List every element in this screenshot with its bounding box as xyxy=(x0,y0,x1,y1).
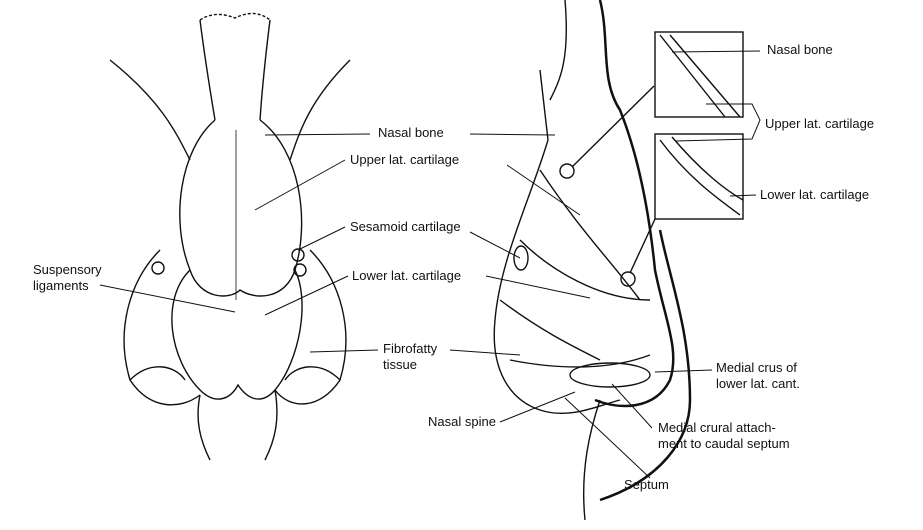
label-upper-lat-cartilage: Upper lat. cartilage xyxy=(350,152,460,167)
label-nasal-bone: Nasal bone xyxy=(378,125,444,140)
label-line: tissue xyxy=(383,357,417,372)
label-nasal-spine: Nasal spine xyxy=(428,414,496,429)
label-line: ligaments xyxy=(33,278,89,293)
inset-label-upper-lat-cartilage: Upper lat. cartilage xyxy=(765,116,875,131)
inset-boxes xyxy=(571,31,744,274)
front-view-drawing xyxy=(109,12,351,461)
inset-label-nasal-bone: Nasal bone xyxy=(767,42,833,57)
label-medial-crural-attachment: Medial crural attach- ment to caudal sep… xyxy=(658,420,790,452)
leader-lines xyxy=(99,50,761,479)
label-medial-crus: Medial crus of lower lat. cant. xyxy=(716,360,800,392)
label-lower-lat-cartilage: Lower lat. cartilage xyxy=(352,268,462,283)
label-line: Fibrofatty xyxy=(383,341,438,356)
label-septum: Septum xyxy=(624,477,669,492)
inset-label-lower-lat-cartilage: Lower lat. cartilage xyxy=(760,187,870,202)
label-line: ment to caudal septum xyxy=(658,436,790,451)
label-fibrofatty-tissue: Fibrofatty tissue xyxy=(383,341,437,373)
side-view-drawing xyxy=(493,0,692,521)
label-sesamoid-cartilage: Sesamoid cartilage xyxy=(350,219,461,234)
label-suspensory-ligaments: Suspensory ligaments xyxy=(33,262,102,294)
label-line: Suspensory xyxy=(33,262,102,277)
label-line: Medial crural attach- xyxy=(658,420,776,435)
label-line: Medial crus of xyxy=(716,360,797,375)
label-line: lower lat. cant. xyxy=(716,376,800,391)
